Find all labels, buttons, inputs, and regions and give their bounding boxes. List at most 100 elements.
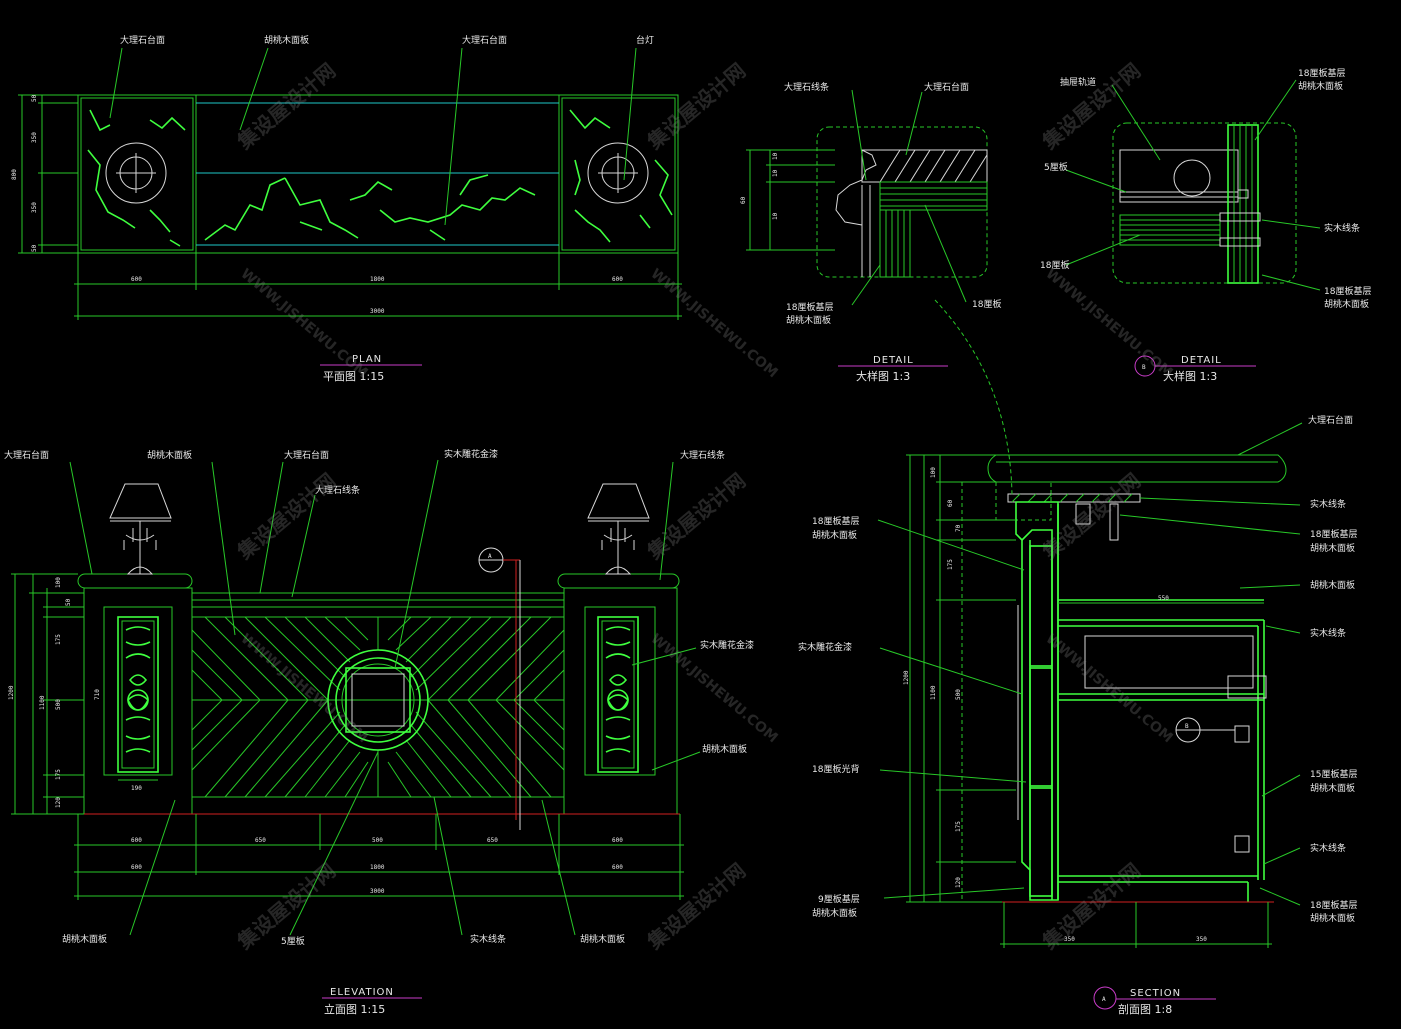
plan-dim-left-2: 350 bbox=[31, 132, 38, 143]
sect-dim-left-9: 120 bbox=[955, 877, 962, 888]
elev-dim-left-1: 100 bbox=[55, 577, 62, 588]
detail1-dim-4: 10 bbox=[772, 212, 779, 220]
plan-dim-left-4: 50 bbox=[31, 244, 38, 252]
elev-diagonal-hatch bbox=[191, 616, 565, 798]
sect-label-base-right-2: 胡桃木面板 bbox=[1310, 542, 1355, 554]
elev-lamp-right bbox=[587, 483, 650, 575]
plan-lamp-right bbox=[587, 142, 649, 204]
detail2-label-bot-right-1: 18厘板基层 bbox=[1324, 285, 1371, 297]
elev-left-cap bbox=[77, 573, 193, 589]
elev-dim-left-3: 175 bbox=[55, 634, 62, 645]
plan-label-walnut-panel: 胡桃木面板 bbox=[264, 34, 309, 46]
sect-dim-left-total: 1200 bbox=[903, 670, 910, 685]
elev-label-carving-top: 实木雕花金漆 bbox=[444, 448, 498, 460]
elev-dim-left-4: 500 bbox=[55, 699, 62, 710]
watermark-layer: 集设屋设计网 WWW.JISHEWU.COM 集设屋设计网 WWW.JISHEW… bbox=[232, 58, 1176, 954]
elev-dim-left-2: 50 bbox=[65, 598, 72, 606]
sect-label-base-left-2: 胡桃木面板 bbox=[812, 529, 857, 541]
watermark-cn-8: 集设屋设计网 bbox=[642, 858, 750, 954]
plan-label-marble-top-mid: 大理石台面 bbox=[462, 34, 507, 46]
sect-dim-left-1: 100 bbox=[930, 467, 937, 478]
plan-view: 50 350 350 50 800 600 1800 600 3000 大理石台… bbox=[11, 34, 682, 383]
elev-label-marble-line-right: 大理石线条 bbox=[680, 449, 725, 461]
detail-2-view: 抽屉轨道 5厘板 18厘板 18厘板基层 胡桃木面板 实木线条 18厘板基层 胡… bbox=[1040, 67, 1371, 383]
elev-label-walnut-right: 胡桃木面板 bbox=[702, 743, 747, 755]
sect-dim-left-3: 70 bbox=[955, 524, 962, 532]
elev-dim-left-6: 120 bbox=[55, 797, 62, 808]
plan-dim-bottom-total: 3000 bbox=[370, 308, 385, 315]
plan-label-marble-top-left: 大理石台面 bbox=[120, 34, 165, 46]
sect-marker: A bbox=[1102, 996, 1106, 1003]
watermark-en-1: WWW.JISHEWU.COM bbox=[237, 266, 370, 381]
section-view: B 100 60 70 175 500 1100 1200 175 120 55… bbox=[798, 299, 1357, 1016]
detail1-label-walnut: 胡桃木面板 bbox=[786, 314, 831, 326]
elev-dim-panel-width: 190 bbox=[131, 785, 142, 792]
detail2-label-drawer-rail: 抽屉轨道 bbox=[1060, 76, 1096, 88]
sect-label-base-left-1: 18厘板基层 bbox=[812, 515, 859, 527]
elev-label-carving-right: 实木雕花金漆 bbox=[700, 639, 754, 651]
plan-dim-bottom-3: 600 bbox=[612, 276, 623, 283]
watermark-en-2: WWW.JISHEWU.COM bbox=[647, 266, 780, 381]
watermark-cn-5: 集设屋设计网 bbox=[642, 468, 750, 564]
elevation-view: A 100 50 175 500 175 120 1100 1200 710 1… bbox=[4, 448, 754, 1016]
elev-dim-b2-1: 600 bbox=[131, 864, 142, 871]
elev-dim-b3-total: 3000 bbox=[370, 888, 385, 895]
sect-detail-marker-label: B bbox=[1185, 723, 1189, 730]
detail1-subtitle: 大样图 1:3 bbox=[856, 369, 910, 383]
plan-dim-bottom-1: 600 bbox=[131, 276, 142, 283]
detail2-label-bot-right-2: 胡桃木面板 bbox=[1324, 298, 1369, 310]
sect-label-base15-1: 15厘板基层 bbox=[1310, 768, 1357, 780]
watermark-cn-9: 集设屋设计网 bbox=[1037, 858, 1145, 954]
elev-dim-b1-5: 600 bbox=[612, 837, 623, 844]
watermark-cn-3: 集设屋设计网 bbox=[1037, 58, 1145, 154]
elev-label-walnut-bottom-right: 胡桃木面板 bbox=[580, 933, 625, 945]
elev-section-marker-label: A bbox=[488, 553, 492, 560]
sect-label-marble-top: 大理石台面 bbox=[1308, 414, 1353, 426]
watermark-en-6: WWW.JISHEWU.COM bbox=[1042, 631, 1175, 746]
elev-dim-b1-2: 650 bbox=[255, 837, 266, 844]
elev-left-carving bbox=[117, 616, 159, 773]
elev-dim-b1-1: 600 bbox=[131, 837, 142, 844]
detail1-dim-1: 10 bbox=[772, 152, 779, 160]
detail2-label-solid-line: 实木线条 bbox=[1324, 222, 1360, 234]
plan-right-pillar bbox=[558, 94, 679, 254]
sect-label-solid-line-2: 实木线条 bbox=[1310, 627, 1346, 639]
plan-dim-left-total: 800 bbox=[11, 169, 18, 180]
detail1-profile bbox=[835, 149, 877, 226]
sect-label-board18-light: 18厘板光背 bbox=[812, 763, 859, 775]
detail1-label-base: 18厘板基层 bbox=[786, 301, 833, 313]
elev-label-marble-top-left: 大理石台面 bbox=[4, 449, 49, 461]
detail2-label-board18: 18厘板 bbox=[1040, 259, 1069, 271]
elev-subtitle: 立面图 1:15 bbox=[324, 1002, 385, 1016]
detail2-label-top-right-2: 胡桃木面板 bbox=[1298, 80, 1343, 92]
detail1-label-board18: 18厘板 bbox=[972, 298, 1001, 310]
sect-dim-left-5: 500 bbox=[955, 689, 962, 700]
elev-dim-panel-height: 710 bbox=[94, 689, 101, 700]
sect-label-base-right-1: 18厘板基层 bbox=[1310, 528, 1357, 540]
elev-dim-left-5: 175 bbox=[55, 769, 62, 780]
sect-dim-left-8: 175 bbox=[955, 821, 962, 832]
plan-dim-bottom-2: 1800 bbox=[370, 276, 385, 283]
elev-label-walnut-panel: 胡桃木面板 bbox=[147, 449, 192, 461]
watermark-en-4: WWW.JISHEWU.COM bbox=[237, 631, 370, 746]
elev-label-walnut-bottom-left: 胡桃木面板 bbox=[62, 933, 107, 945]
plan-marble-veins bbox=[204, 174, 536, 241]
sect-label-solid-line-1: 实木线条 bbox=[1310, 498, 1346, 510]
plan-title: PLAN bbox=[352, 354, 382, 365]
sect-dim-bottom-2: 350 bbox=[1196, 936, 1207, 943]
elev-label-marble-top-center: 大理石台面 bbox=[284, 449, 329, 461]
sect-label-base-bottom-right-1: 18厘板基层 bbox=[1310, 899, 1357, 911]
sect-marble-top bbox=[987, 454, 1287, 483]
sect-marker-circle bbox=[1093, 986, 1117, 1010]
sect-title: SECTION bbox=[1130, 988, 1181, 999]
elev-medallion-window bbox=[351, 673, 405, 727]
sect-dim-left-6: 1100 bbox=[930, 685, 937, 700]
detail1-label-marble-edge: 大理石线条 bbox=[784, 81, 829, 93]
elev-dim-b2-3: 600 bbox=[612, 864, 623, 871]
watermark-cn-2: 集设屋设计网 bbox=[642, 58, 750, 154]
sect-label-board9-1: 9厘板基层 bbox=[818, 893, 860, 905]
detail2-label-board5: 5厘板 bbox=[1044, 161, 1068, 173]
detail1-dim-2: 10 bbox=[772, 169, 779, 177]
detail1-callout-arc bbox=[934, 299, 1013, 496]
elev-title: ELEVATION bbox=[330, 987, 394, 998]
